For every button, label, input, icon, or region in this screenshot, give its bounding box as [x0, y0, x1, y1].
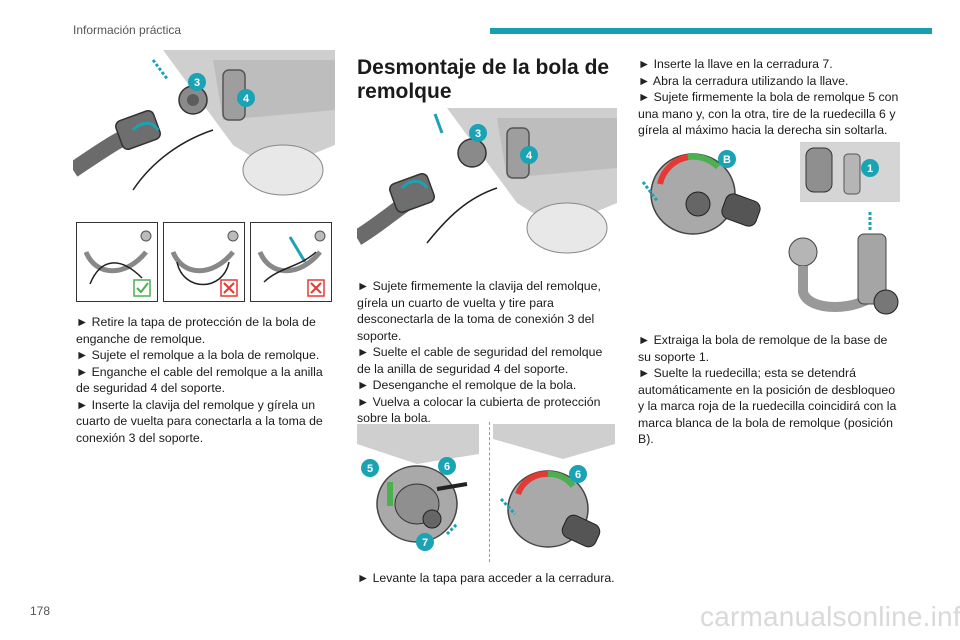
callout-5: 5	[367, 463, 373, 475]
step-arrow-icon: ►	[357, 378, 370, 392]
section-title: Información práctica	[73, 23, 182, 37]
step-item: ► Sujete firmemente la clavija del remol…	[357, 279, 601, 343]
step-item: ► Levante la tapa para acceder a la cerr…	[357, 571, 615, 585]
check-icon	[136, 282, 149, 294]
callout-6: 6	[575, 469, 581, 481]
step-arrow-icon: ►	[76, 315, 89, 329]
step-arrow-icon: ►	[76, 397, 89, 412]
title-bar	[490, 28, 932, 34]
step-item: ► Vuelva a colocar la cubierta de protec…	[357, 394, 601, 426]
figure-plug-disconnect: 3 4	[357, 108, 617, 270]
col1-steps: ► Retire la tapa de protección de la bol…	[76, 314, 338, 446]
figure-lock-left: 5 6 7	[357, 424, 479, 554]
step-item: ► Inserte la llave en la cerradura 7.	[638, 57, 833, 71]
step-item: ► Sujete firmemente la bola de remolque …	[638, 90, 899, 137]
callout-3: 3	[194, 77, 200, 89]
step-item: ► Desenganche el remolque de la bola.	[357, 378, 577, 392]
figure-panel-ok	[76, 222, 158, 302]
step-arrow-icon: ►	[638, 366, 651, 380]
col3-steps-top: ► Inserte la llave en la cerradura 7. ► …	[638, 56, 900, 139]
callout-4: 4	[526, 150, 533, 162]
callout-1: 1	[867, 163, 873, 175]
step-arrow-icon: ►	[357, 279, 370, 293]
step-arrow-icon: ►	[357, 394, 370, 409]
step-item: ► Abra la cerradura utilizando la llave.	[638, 73, 849, 88]
step-arrow-icon: ►	[76, 364, 89, 379]
step-item: ► Sujete el remolque a la bola de remolq…	[76, 348, 320, 362]
figure-lock-right: 6	[493, 424, 615, 554]
step-item: ► Inserte la clavija del remolque y gíre…	[76, 397, 323, 445]
step-item: ► Extraiga la bola de remolque de la bas…	[638, 333, 888, 364]
callout-3: 3	[475, 128, 481, 140]
page-number: 178	[30, 604, 51, 618]
step-item: ► Enganche el cable del remolque a la an…	[76, 364, 323, 396]
section-heading: Desmontaje de la bola de remolque	[357, 56, 610, 103]
step-arrow-icon: ►	[638, 90, 651, 104]
step-arrow-icon: ►	[76, 348, 89, 362]
figure-ball-removal: B 1	[638, 142, 900, 324]
step-arrow-icon: ►	[357, 345, 370, 359]
figure-plug-connect: 3 4	[73, 50, 335, 212]
step-item: ► Retire la tapa de protección de la bol…	[76, 315, 316, 346]
step-arrow-icon: ►	[638, 73, 651, 88]
step-arrow-icon: ►	[638, 333, 651, 347]
cross-icon	[223, 282, 235, 294]
callout-b: B	[723, 154, 731, 166]
step-item: ► Suelte el cable de seguridad del remol…	[357, 345, 603, 376]
col2-steps: ► Sujete firmemente la clavija del remol…	[357, 278, 619, 427]
step-arrow-icon: ►	[357, 571, 370, 585]
figure-panel-bad-1	[163, 222, 245, 302]
figure-panel-bad-2	[250, 222, 332, 302]
figure-separator	[489, 422, 490, 562]
callout-4: 4	[243, 93, 250, 105]
callout-6: 6	[444, 461, 450, 473]
callout-7: 7	[422, 537, 428, 549]
watermark: carmanualsonline.info	[700, 601, 960, 632]
col2-last-step: ► Levante la tapa para acceder a la cerr…	[357, 570, 619, 587]
step-item: ► Suelte la ruedecilla; esta se detendrá…	[638, 366, 897, 446]
col3-steps-bottom: ► Extraiga la bola de remolque de la bas…	[638, 332, 900, 448]
step-arrow-icon: ►	[638, 57, 651, 71]
